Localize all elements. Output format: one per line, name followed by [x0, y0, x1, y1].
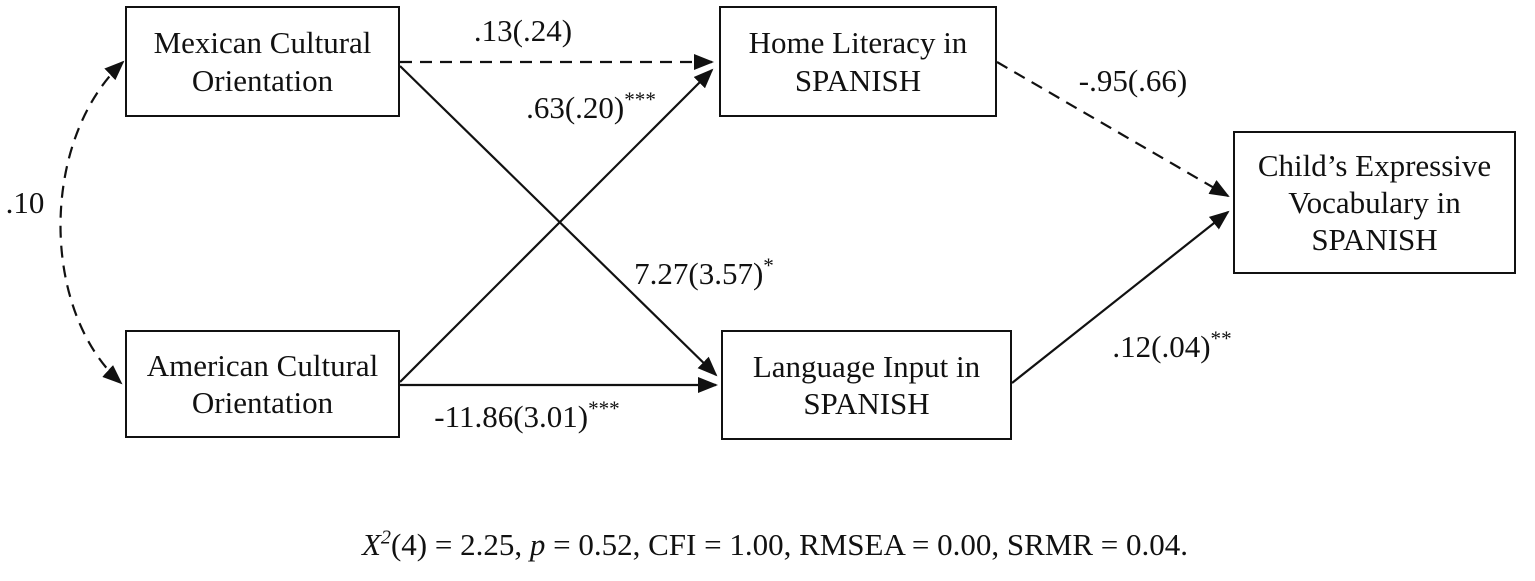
node-label-line: Mexican Cultural [153, 25, 372, 61]
arrow-covariance-mexican-american [59, 60, 125, 385]
coefficient-value: -.95(.66) [1078, 63, 1188, 98]
significance-stars: *** [588, 396, 620, 421]
chi-square-symbol: X [361, 527, 381, 562]
coefficient-value: 7.27(3.57) [634, 256, 764, 291]
coefficient-home-literacy-to-vocabulary: -.95(.66) [1079, 63, 1187, 99]
node-label-line: Home Literacy in [748, 25, 968, 61]
node-label-line: SPANISH [803, 386, 930, 421]
coefficient-covariance-mexican-american: .10 [6, 185, 45, 221]
arrow-language-input-to-vocabulary [1011, 210, 1230, 384]
significance-stars: ** [1210, 326, 1232, 351]
coefficient-language-input-to-vocabulary: .12(.04)** [1112, 326, 1232, 365]
coefficient-value: .63(.20) [526, 90, 625, 125]
significance-stars: * [763, 253, 774, 278]
coefficient-mexican-to-home-literacy: .13(.24) [474, 13, 572, 49]
significance-stars: *** [624, 87, 656, 112]
node-label-line: SPANISH [1311, 222, 1438, 258]
coefficient-american-to-language-input: -11.86(3.01)*** [434, 396, 620, 435]
coefficient-value: .10 [5, 185, 45, 220]
p-symbol: p [529, 527, 546, 562]
node-label-line: Language Input in [752, 348, 981, 384]
node-mexican-cultural-orientation: Mexican Cultural Orientation [125, 6, 400, 117]
node-language-input-spanish: Language Input in SPANISH [721, 330, 1012, 440]
node-american-cultural-orientation: American Cultural Orientation [125, 330, 400, 438]
model-fit-statistics: X2(4) = 2.25, p = 0.52, CFI = 1.00, RMSE… [362, 527, 1188, 563]
node-child-expressive-vocabulary-spanish: Child’s Expressive Vocabulary in SPANISH [1233, 131, 1516, 274]
node-label-line: American Cultural [146, 347, 379, 383]
arrow-american-to-home-literacy [399, 68, 714, 383]
coefficient-value: .12(.04) [1112, 329, 1211, 364]
node-home-literacy-spanish: Home Literacy in SPANISH [719, 6, 997, 117]
node-label-line: Orientation [191, 385, 334, 420]
arrow-home-literacy-to-vocabulary [996, 61, 1230, 198]
node-label-line: SPANISH [794, 62, 922, 98]
coefficient-american-to-home-literacy: .63(.20)*** [526, 87, 656, 126]
node-label-line: Vocabulary in [1288, 184, 1461, 220]
chi-square-value: (4) = 2.25, [390, 527, 530, 562]
coefficient-value: -11.86(3.01) [434, 399, 589, 434]
node-label-line: Orientation [191, 62, 334, 98]
arrow-mexican-to-language-input [399, 65, 718, 377]
coefficient-value: .13(.24) [473, 13, 573, 48]
node-label-line: Child’s Expressive [1257, 147, 1492, 183]
fit-indices: = 0.52, CFI = 1.00, RMSEA = 0.00, SRMR =… [545, 527, 1189, 562]
coefficient-mexican-to-language-input: 7.27(3.57)* [634, 253, 774, 292]
chi-square-exponent: 2 [380, 526, 391, 549]
